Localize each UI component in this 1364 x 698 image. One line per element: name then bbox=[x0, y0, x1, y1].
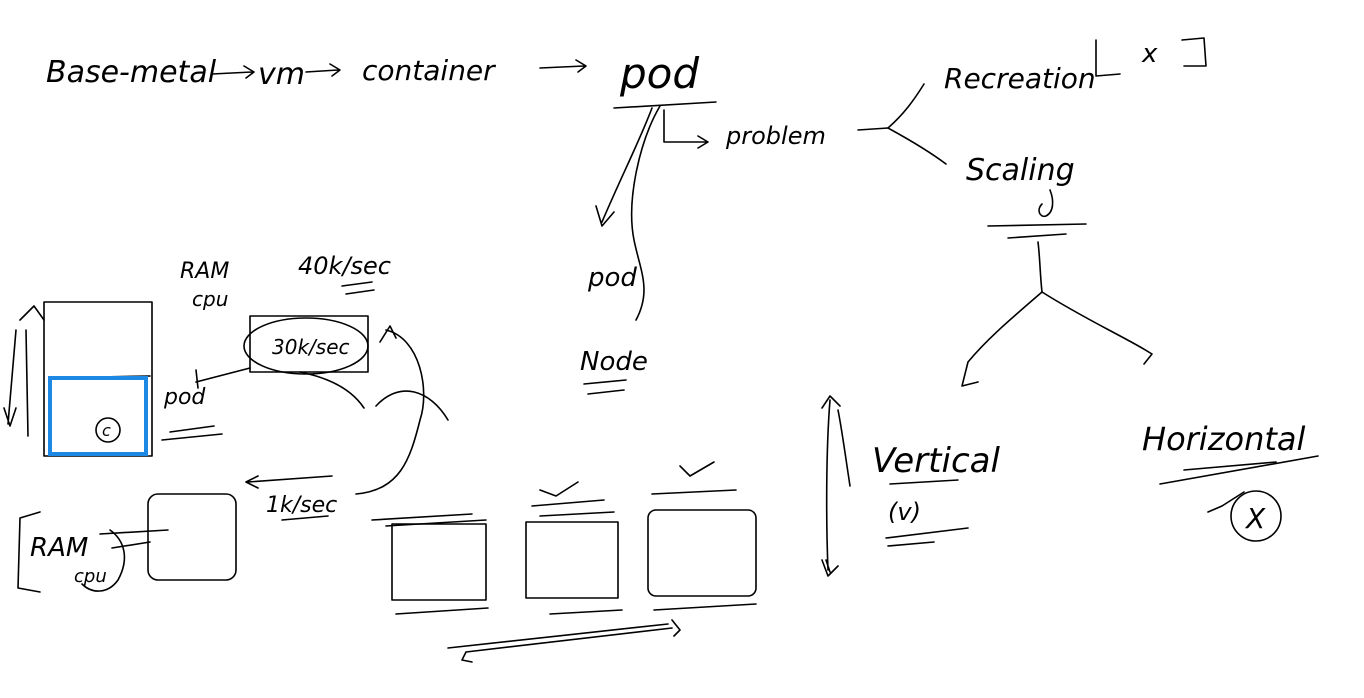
label-vm: vm bbox=[258, 57, 305, 92]
box2-bottom-underline bbox=[549, 609, 623, 615]
vertical-mark: (v) bbox=[888, 498, 921, 526]
pod-underline bbox=[613, 101, 717, 109]
box1-top-underline bbox=[371, 513, 487, 527]
label-pod-top: pod bbox=[619, 49, 699, 98]
label-vertical: Vertical bbox=[872, 441, 1000, 481]
box1-bottom-underline bbox=[395, 607, 489, 615]
box2-check bbox=[539, 481, 579, 497]
horizontal-underline bbox=[1159, 455, 1319, 485]
box3-top-underline bbox=[651, 489, 737, 495]
branch-to-recreation bbox=[887, 83, 925, 129]
rate-curve-right bbox=[375, 390, 449, 421]
label-recreation: Recreation bbox=[944, 62, 1096, 95]
recreation-bracket bbox=[1095, 37, 1207, 77]
bottom-double-arrow bbox=[447, 619, 681, 663]
label-ram-top: RAM bbox=[180, 259, 229, 284]
horizontal-checkmark bbox=[1207, 491, 1245, 513]
arrow-vm-to-container bbox=[305, 63, 341, 77]
arrow-container-to-pod bbox=[539, 59, 587, 73]
label-cpu-top: cpu bbox=[192, 287, 228, 311]
label-pod-small: pod bbox=[163, 385, 206, 410]
box2-top-underline bbox=[531, 499, 615, 517]
curve-pod-to-node bbox=[630, 105, 661, 321]
label-pod-lower: pod bbox=[587, 263, 637, 293]
pod-to-rate-line bbox=[195, 367, 251, 383]
label-cpu-bottom: cpu bbox=[74, 566, 107, 587]
label-rate-1k: 1k/sec bbox=[266, 493, 337, 518]
resize-arrow-inner bbox=[19, 305, 45, 437]
branch-problem-node bbox=[857, 127, 889, 131]
vertical-underline bbox=[885, 479, 969, 547]
pod-small-marks bbox=[161, 369, 223, 441]
horizontal-circle bbox=[1230, 490, 1282, 542]
label-scaling: Scaling bbox=[966, 153, 1075, 188]
label-horizontal: Horizontal bbox=[1142, 420, 1306, 458]
label-rate-30k: 30k/sec bbox=[272, 335, 350, 359]
rate-curve-down bbox=[299, 371, 365, 409]
resize-arrow-left bbox=[3, 329, 17, 427]
arrow-pod-to-problem bbox=[663, 109, 709, 149]
vertical-double-arrow bbox=[821, 395, 841, 577]
label-bare-metal: Base-metal bbox=[46, 55, 217, 90]
arrow-pod-to-lower-pod bbox=[595, 107, 653, 227]
horizontal-box-3 bbox=[647, 509, 757, 597]
arrow-to-vertical-branch bbox=[961, 291, 1043, 387]
scaled-node-box bbox=[147, 493, 237, 581]
horizontal-box-1 bbox=[391, 523, 487, 601]
label-container: container bbox=[362, 54, 496, 87]
rate-1k-underline bbox=[281, 515, 329, 521]
horizontal-box-2 bbox=[525, 521, 619, 599]
pod-c-circle bbox=[95, 417, 121, 443]
pod-c-mark: c bbox=[102, 421, 111, 440]
label-ram-bottom: RAM bbox=[30, 533, 88, 563]
label-rate-40k: 40k/sec bbox=[298, 252, 391, 280]
label-node: Node bbox=[580, 347, 648, 377]
vertical-tick bbox=[837, 409, 851, 487]
arrow-bare-metal-to-vm bbox=[211, 65, 255, 79]
branch-to-scaling bbox=[887, 127, 947, 165]
scaling-underline bbox=[987, 223, 1087, 239]
ram-to-box-lines bbox=[99, 529, 169, 549]
ram-bracket bbox=[17, 511, 41, 593]
rate-40k-underline bbox=[341, 281, 375, 295]
horizontal-x-mark: X bbox=[1244, 502, 1266, 535]
pod-highlight-box bbox=[48, 376, 148, 456]
label-problem: problem bbox=[725, 122, 826, 150]
scaling-stem bbox=[1037, 241, 1043, 293]
box3-bottom-underline bbox=[653, 603, 757, 611]
ram-loop bbox=[81, 529, 126, 592]
box3-check bbox=[679, 461, 715, 477]
arrow-to-1k bbox=[245, 475, 333, 489]
arrow-to-horizontal-branch bbox=[1041, 291, 1153, 365]
node-underline bbox=[583, 379, 627, 395]
scaling-loop bbox=[1038, 189, 1054, 218]
rate-loop-arrow bbox=[355, 325, 425, 495]
recreation-x-mark: x bbox=[1141, 39, 1158, 69]
